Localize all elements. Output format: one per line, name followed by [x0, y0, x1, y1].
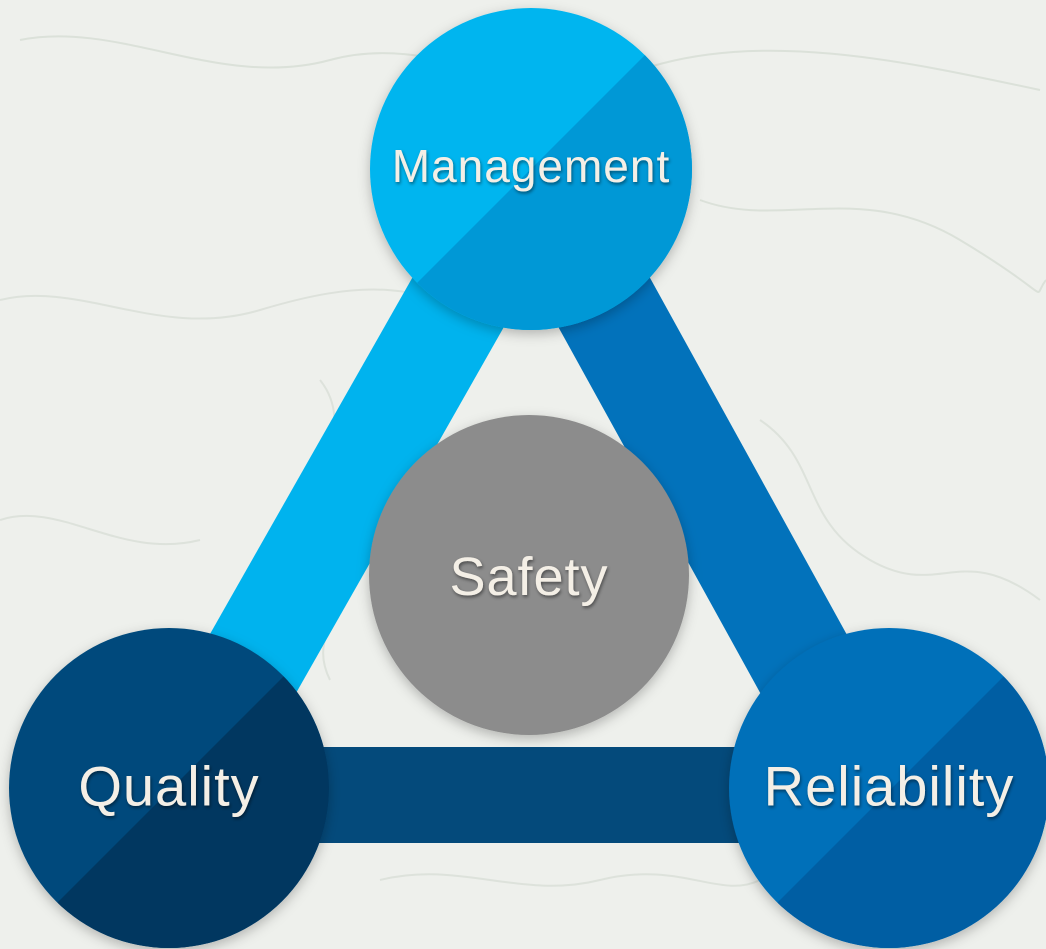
node-reliability: Reliability — [729, 628, 1046, 948]
node-quality-label: Quality — [78, 755, 259, 818]
node-quality-shade — [9, 628, 329, 948]
edge-management-quality — [192, 229, 531, 716]
node-reliability-shade — [729, 628, 1046, 948]
node-quality: Quality — [9, 628, 329, 948]
edge-management-reliability — [532, 229, 864, 716]
node-management-shade — [370, 8, 692, 330]
node-management-label: Management — [392, 140, 671, 192]
node-safety-label: Safety — [449, 547, 608, 607]
node-safety-circle — [369, 415, 689, 735]
node-reliability-label: Reliability — [764, 755, 1015, 818]
node-safety: Safety — [369, 415, 689, 735]
node-management: Management — [370, 8, 692, 330]
